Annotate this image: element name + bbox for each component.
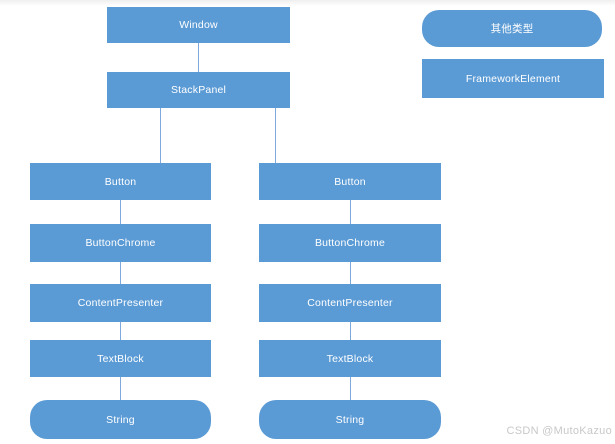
node-textblock-right-label: TextBlock — [326, 352, 374, 365]
connector-textblock-string-right — [350, 377, 351, 400]
legend-other-type-label: 其他类型 — [490, 23, 534, 35]
connector-button-buttonchrome-right — [350, 200, 351, 224]
node-textblock-left: TextBlock — [30, 340, 211, 377]
node-contentpresenter-left-label: ContentPresenter — [77, 297, 164, 309]
node-stackpanel-label: StackPanel — [170, 84, 227, 96]
connector-stackpanel-button-right — [275, 108, 276, 163]
connector-window-stackpanel — [198, 43, 199, 72]
connector-textblock-string-left — [120, 377, 121, 400]
node-contentpresenter-right: ContentPresenter — [259, 284, 441, 322]
node-textblock-right: TextBlock — [259, 340, 441, 377]
legend-other-type: 其他类型 — [422, 10, 602, 47]
connector-stackpanel-button-left — [160, 108, 161, 163]
connector-contentpresenter-textblock-right — [350, 322, 351, 340]
node-stackpanel: StackPanel — [107, 72, 290, 108]
node-buttonchrome-left-label: ButtonChrome — [85, 237, 156, 249]
legend-framework-element: FrameworkElement — [422, 59, 604, 98]
node-buttonchrome-left: ButtonChrome — [30, 224, 211, 262]
node-button-left-label: Button — [104, 175, 137, 188]
node-string-right: String — [259, 400, 441, 439]
connector-contentpresenter-textblock-left — [120, 322, 121, 340]
node-button-left: Button — [30, 163, 211, 200]
connector-button-buttonchrome-left — [120, 200, 121, 224]
connector-buttonchrome-contentpresenter-right — [350, 262, 351, 284]
node-string-left: String — [30, 400, 211, 439]
legend-framework-element-label: FrameworkElement — [465, 72, 561, 85]
node-window: Window — [107, 7, 290, 43]
node-buttonchrome-right: ButtonChrome — [259, 224, 441, 262]
node-contentpresenter-right-label: ContentPresenter — [307, 297, 393, 309]
node-button-right: Button — [259, 163, 441, 200]
node-textblock-left-label: TextBlock — [97, 352, 144, 365]
node-buttonchrome-right-label: ButtonChrome — [314, 237, 386, 249]
node-button-right-label: Button — [334, 175, 366, 188]
connector-buttonchrome-contentpresenter-left — [120, 262, 121, 284]
page-top-shade — [0, 0, 615, 6]
node-string-left-label: String — [106, 413, 135, 426]
node-window-label: Window — [179, 19, 218, 31]
node-contentpresenter-left: ContentPresenter — [30, 284, 211, 322]
watermark: CSDN @MutoKazuo — [506, 425, 612, 437]
node-string-right-label: String — [335, 413, 365, 426]
